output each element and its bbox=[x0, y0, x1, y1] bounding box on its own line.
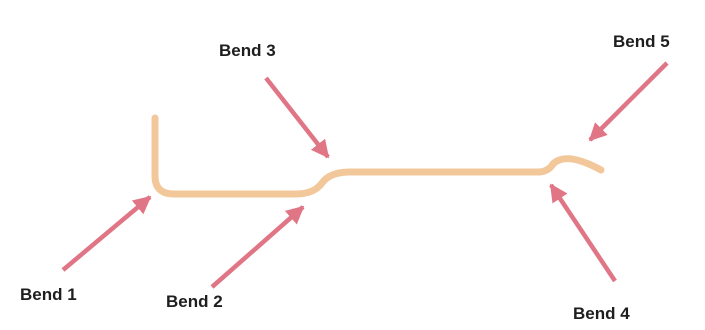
label-bend-1: Bend 1 bbox=[20, 285, 77, 304]
arrow-bend-2 bbox=[210, 205, 305, 289]
bent-wire bbox=[151, 114, 605, 198]
arrow-bend-3 bbox=[264, 76, 330, 159]
arrow-bend-4 bbox=[549, 183, 617, 283]
label-bend-4: Bend 4 bbox=[573, 304, 630, 323]
arrow-bend-5 bbox=[588, 61, 669, 142]
label-bend-5: Bend 5 bbox=[613, 32, 670, 51]
label-bend-3: Bend 3 bbox=[219, 41, 276, 60]
label-bend-2: Bend 2 bbox=[166, 292, 223, 311]
arrow-bend-1 bbox=[61, 195, 152, 272]
